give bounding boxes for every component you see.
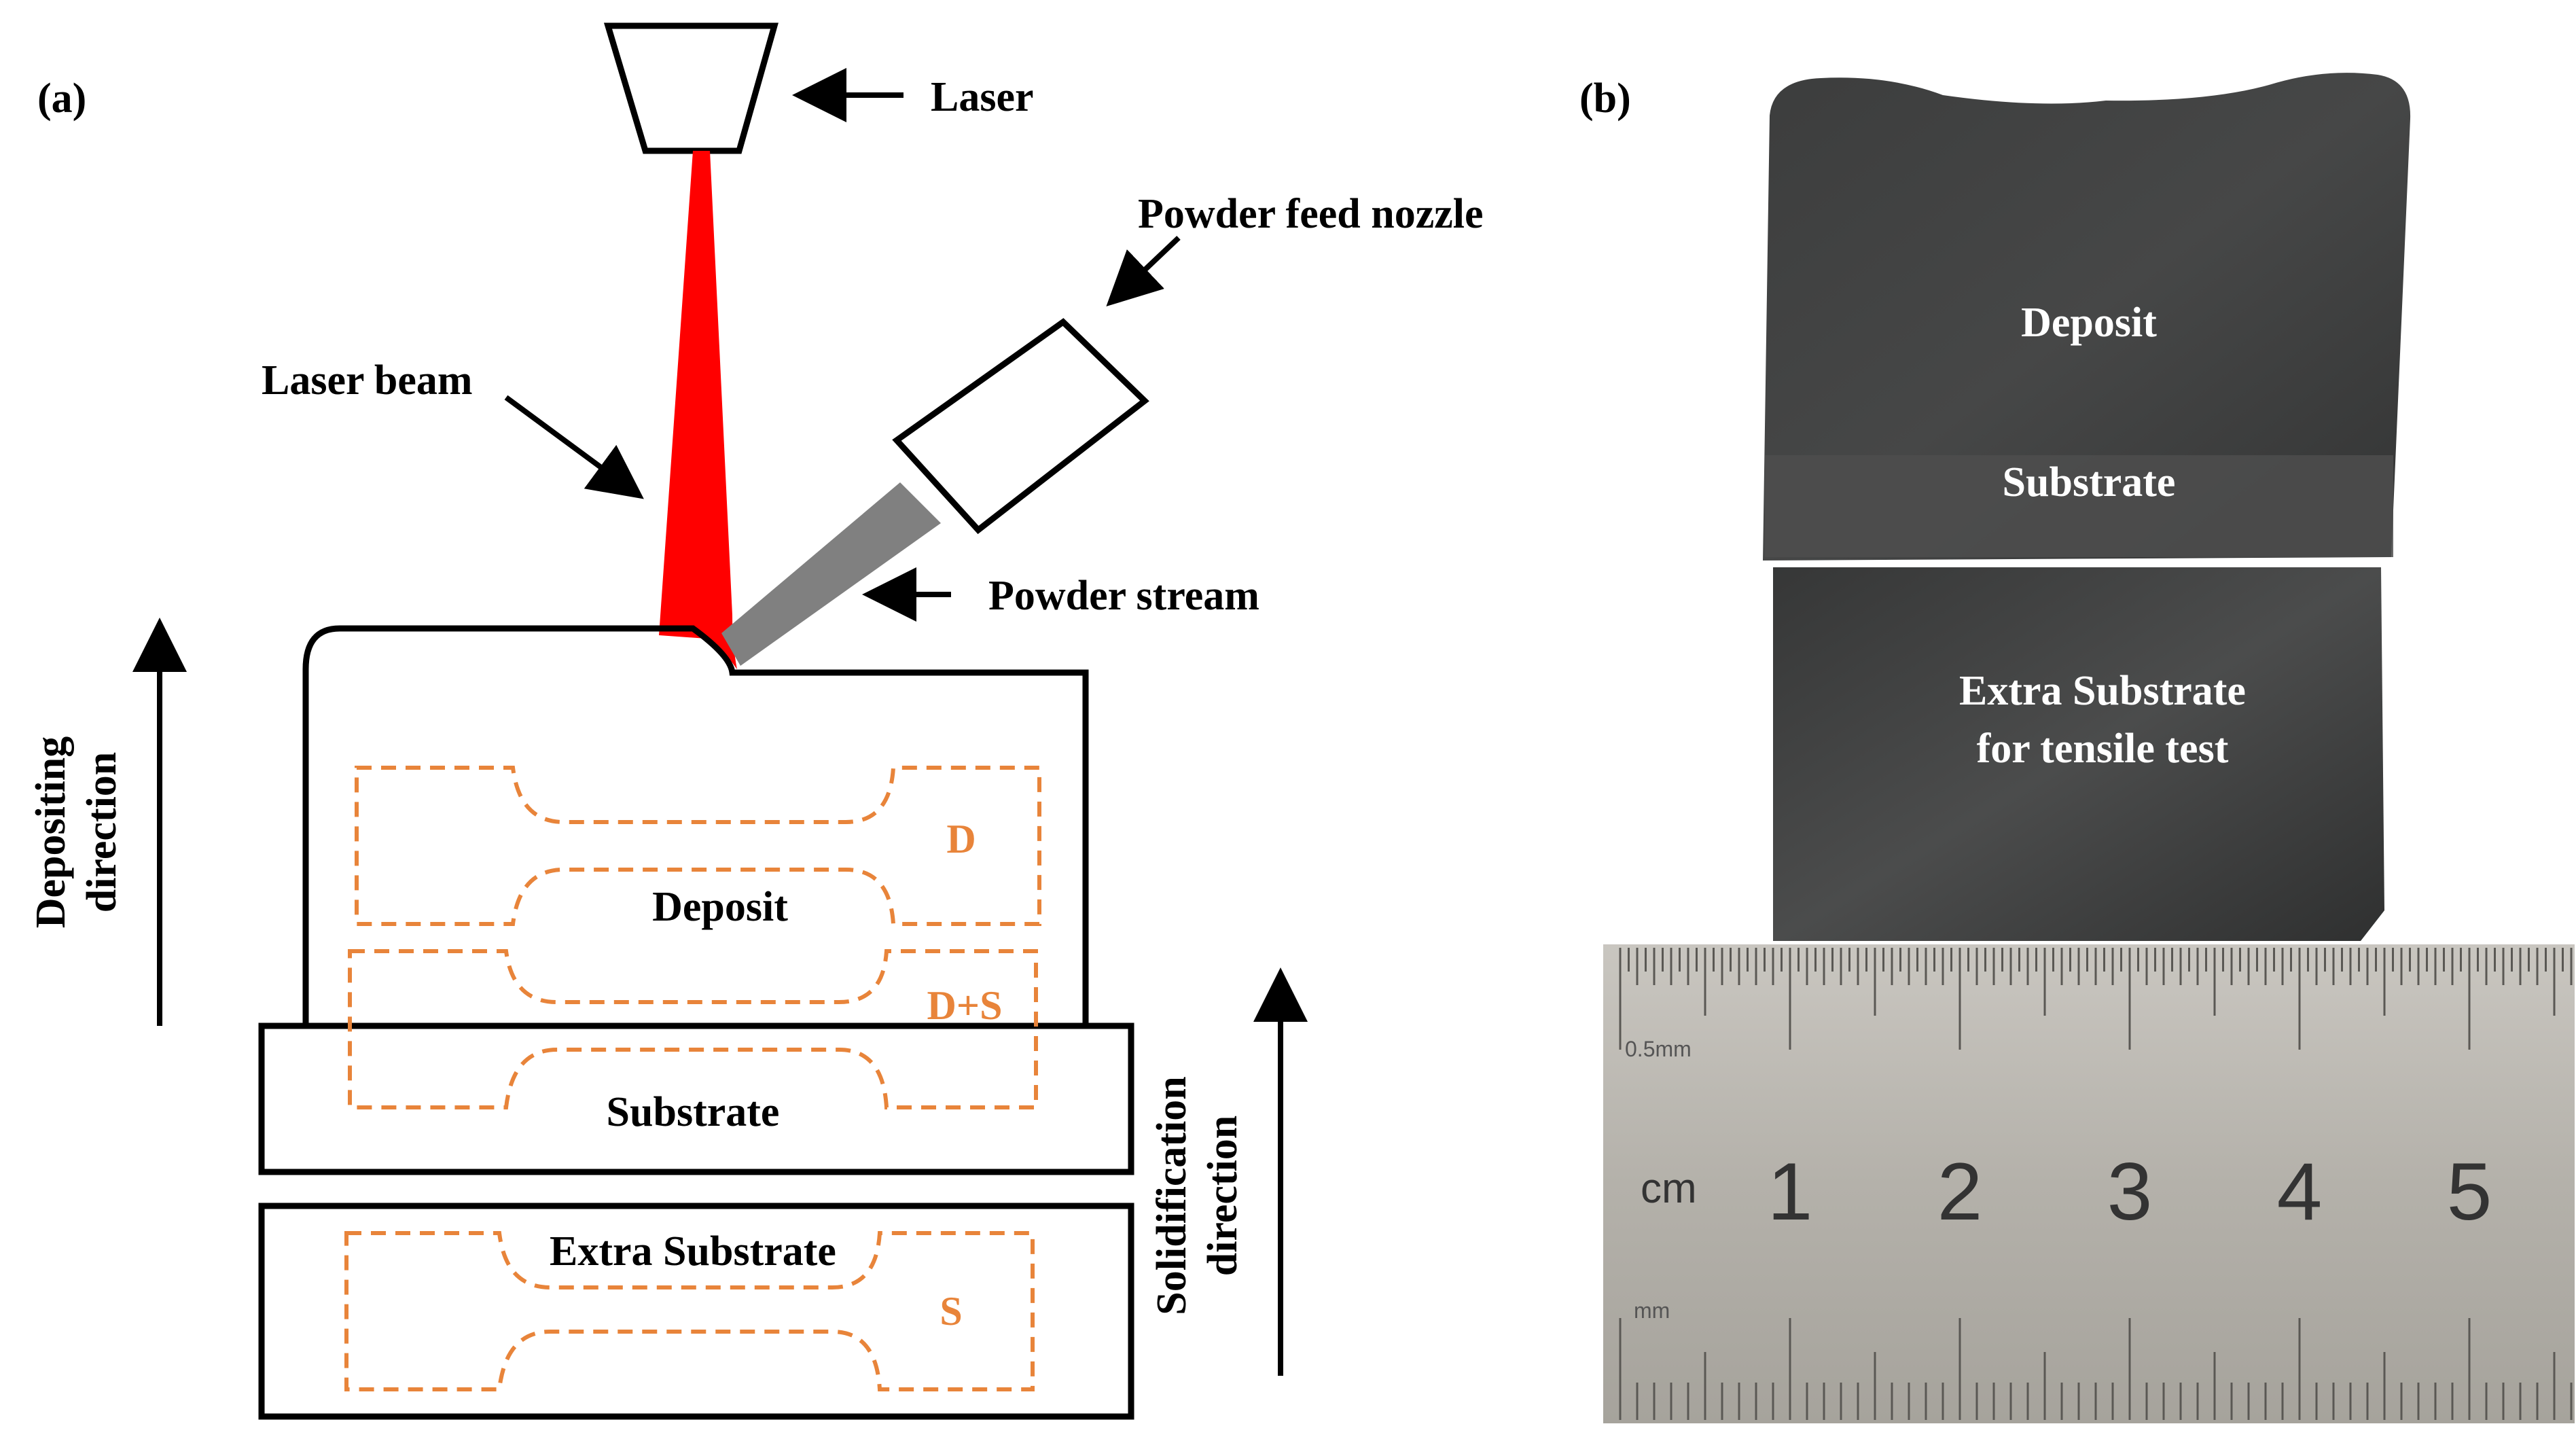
panel-a-label: (a) bbox=[37, 75, 86, 122]
ruler-number-5: 5 bbox=[2447, 1146, 2492, 1237]
ruler-number-2: 2 bbox=[1937, 1146, 1983, 1237]
powder-feed-nozzle-icon bbox=[721, 318, 1149, 666]
extra-substrate-block bbox=[258, 1203, 1134, 1420]
deposit-block bbox=[302, 625, 1089, 1026]
laser-beam-shape bbox=[659, 151, 737, 669]
sample-substrate-band bbox=[1765, 455, 2393, 557]
ruler-unit-top: 0.5mm bbox=[1625, 1037, 1692, 1061]
solidification-direction-label-2: direction bbox=[1200, 1116, 1246, 1277]
panel-a: (a) Laser Powder feed nozzle Laser beam … bbox=[28, 22, 1483, 1420]
substrate-block bbox=[258, 1022, 1134, 1175]
ruler-number-1: 1 bbox=[1768, 1146, 1813, 1237]
panel-b-label: (b) bbox=[1579, 75, 1631, 122]
nozzle-arrow bbox=[1106, 236, 1181, 307]
ruler-number-4: 4 bbox=[2277, 1146, 2323, 1237]
panel-b: (b) Deposit Substrate Extra Substrate fo… bbox=[1579, 73, 2575, 1423]
specimen-ds-outline bbox=[348, 949, 1038, 1109]
ruler-unit-cm: cm bbox=[1641, 1165, 1697, 1212]
sample-substrate-label: Substrate bbox=[2003, 459, 2176, 505]
powder-stream-shape bbox=[721, 482, 941, 666]
depositing-direction-label-2: direction bbox=[79, 752, 125, 913]
sample-lower-block bbox=[1773, 567, 2384, 941]
sample-extra-substrate-label-1: Extra Substrate bbox=[1959, 668, 2246, 714]
deposit-label: Deposit bbox=[652, 884, 788, 930]
depositing-direction-label-1: Depositing bbox=[28, 736, 74, 928]
specimen-outlines bbox=[344, 766, 1041, 1391]
laser-beam-arrow bbox=[504, 395, 644, 499]
sample-upper-block bbox=[1763, 73, 2411, 561]
ruler-number-3: 3 bbox=[2107, 1146, 2153, 1237]
ruler-ticks-bottom bbox=[1619, 1318, 2573, 1420]
substrate-label: Substrate bbox=[607, 1089, 780, 1135]
extra-substrate-label: Extra Substrate bbox=[550, 1228, 836, 1275]
sample-deposit-label: Deposit bbox=[2021, 300, 2157, 346]
ruler-body bbox=[1603, 944, 2575, 1423]
ruler-unit-mm: mm bbox=[1634, 1298, 1670, 1323]
laser-label: Laser bbox=[931, 74, 1034, 120]
sample-extra-substrate-label-2: for tensile test bbox=[1977, 726, 2229, 772]
specimen-ds-label: D+S bbox=[927, 983, 1003, 1028]
laser-head-icon bbox=[603, 22, 779, 154]
laser-beam-label: Laser beam bbox=[262, 357, 473, 404]
ruler-ticks-top bbox=[1619, 948, 2573, 1050]
powder-feed-nozzle-label: Powder feed nozzle bbox=[1138, 191, 1483, 237]
powder-stream-label: Powder stream bbox=[988, 573, 1259, 619]
solidification-direction-label-1: Solidification bbox=[1149, 1076, 1195, 1315]
specimen-d-label: D bbox=[946, 817, 976, 861]
specimen-s-outline bbox=[344, 1231, 1035, 1391]
specimen-s-label: S bbox=[940, 1289, 962, 1334]
